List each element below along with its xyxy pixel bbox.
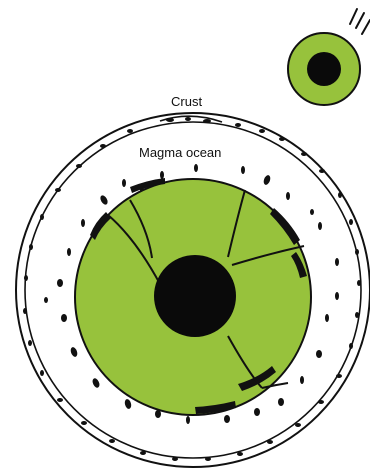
small-planet-impactor-icon [288, 33, 360, 105]
crust-label: Crust [171, 95, 202, 108]
core [154, 255, 236, 337]
impactor-motion-lines [350, 9, 370, 34]
magma-ocean-label: Magma ocean [139, 146, 221, 159]
